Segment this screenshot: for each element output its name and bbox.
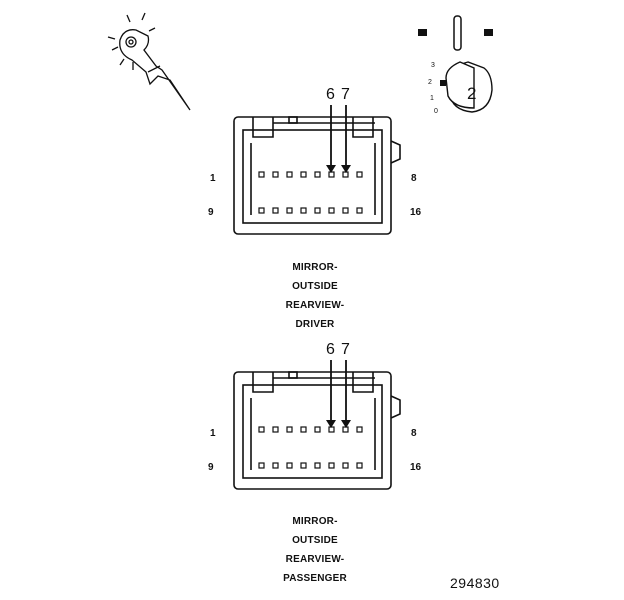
ignition-pos-2: 2	[428, 79, 432, 86]
callout-pin-7: 7	[341, 341, 350, 358]
label-line: REARVIEW-	[285, 554, 345, 565]
connector-label-driver: MIRROR- OUTSIDE REARVIEW- DRIVER	[245, 258, 385, 334]
label-line: REARVIEW-	[285, 300, 345, 311]
label-line: DRIVER	[295, 319, 335, 330]
callout-pin-7: 7	[341, 86, 350, 103]
pin-label-8: 8	[411, 428, 417, 439]
figure-id: 294830	[450, 575, 500, 591]
ignition-pos-0: 0	[434, 108, 438, 115]
pin-label-9: 9	[208, 462, 214, 473]
label-line: PASSENGER	[283, 573, 347, 584]
callout-pin-6: 6	[326, 341, 335, 358]
connector-label-passenger: MIRROR- OUTSIDE REARVIEW- PASSENGER	[245, 512, 385, 588]
pin-label-9: 9	[208, 207, 214, 218]
label-line: MIRROR-	[292, 262, 338, 273]
callout-pin-6: 6	[326, 86, 335, 103]
label-line: OUTSIDE	[292, 281, 338, 292]
connector-housing	[233, 360, 401, 490]
pin-label-8: 8	[411, 173, 417, 184]
pin-label-1: 1	[210, 428, 216, 439]
key-number: 2	[467, 84, 477, 103]
label-line: OUTSIDE	[292, 535, 338, 546]
ignition-key-legend	[418, 15, 493, 113]
pin-label-1: 1	[210, 173, 216, 184]
connector-housing	[233, 105, 401, 235]
label-line: MIRROR-	[292, 516, 338, 527]
pin-label-16: 16	[410, 207, 422, 218]
test-probe-icon	[107, 12, 191, 111]
pin-label-16: 16	[410, 462, 422, 473]
ignition-pos-3: 3	[431, 62, 435, 69]
ignition-pos-1: 1	[430, 95, 434, 102]
